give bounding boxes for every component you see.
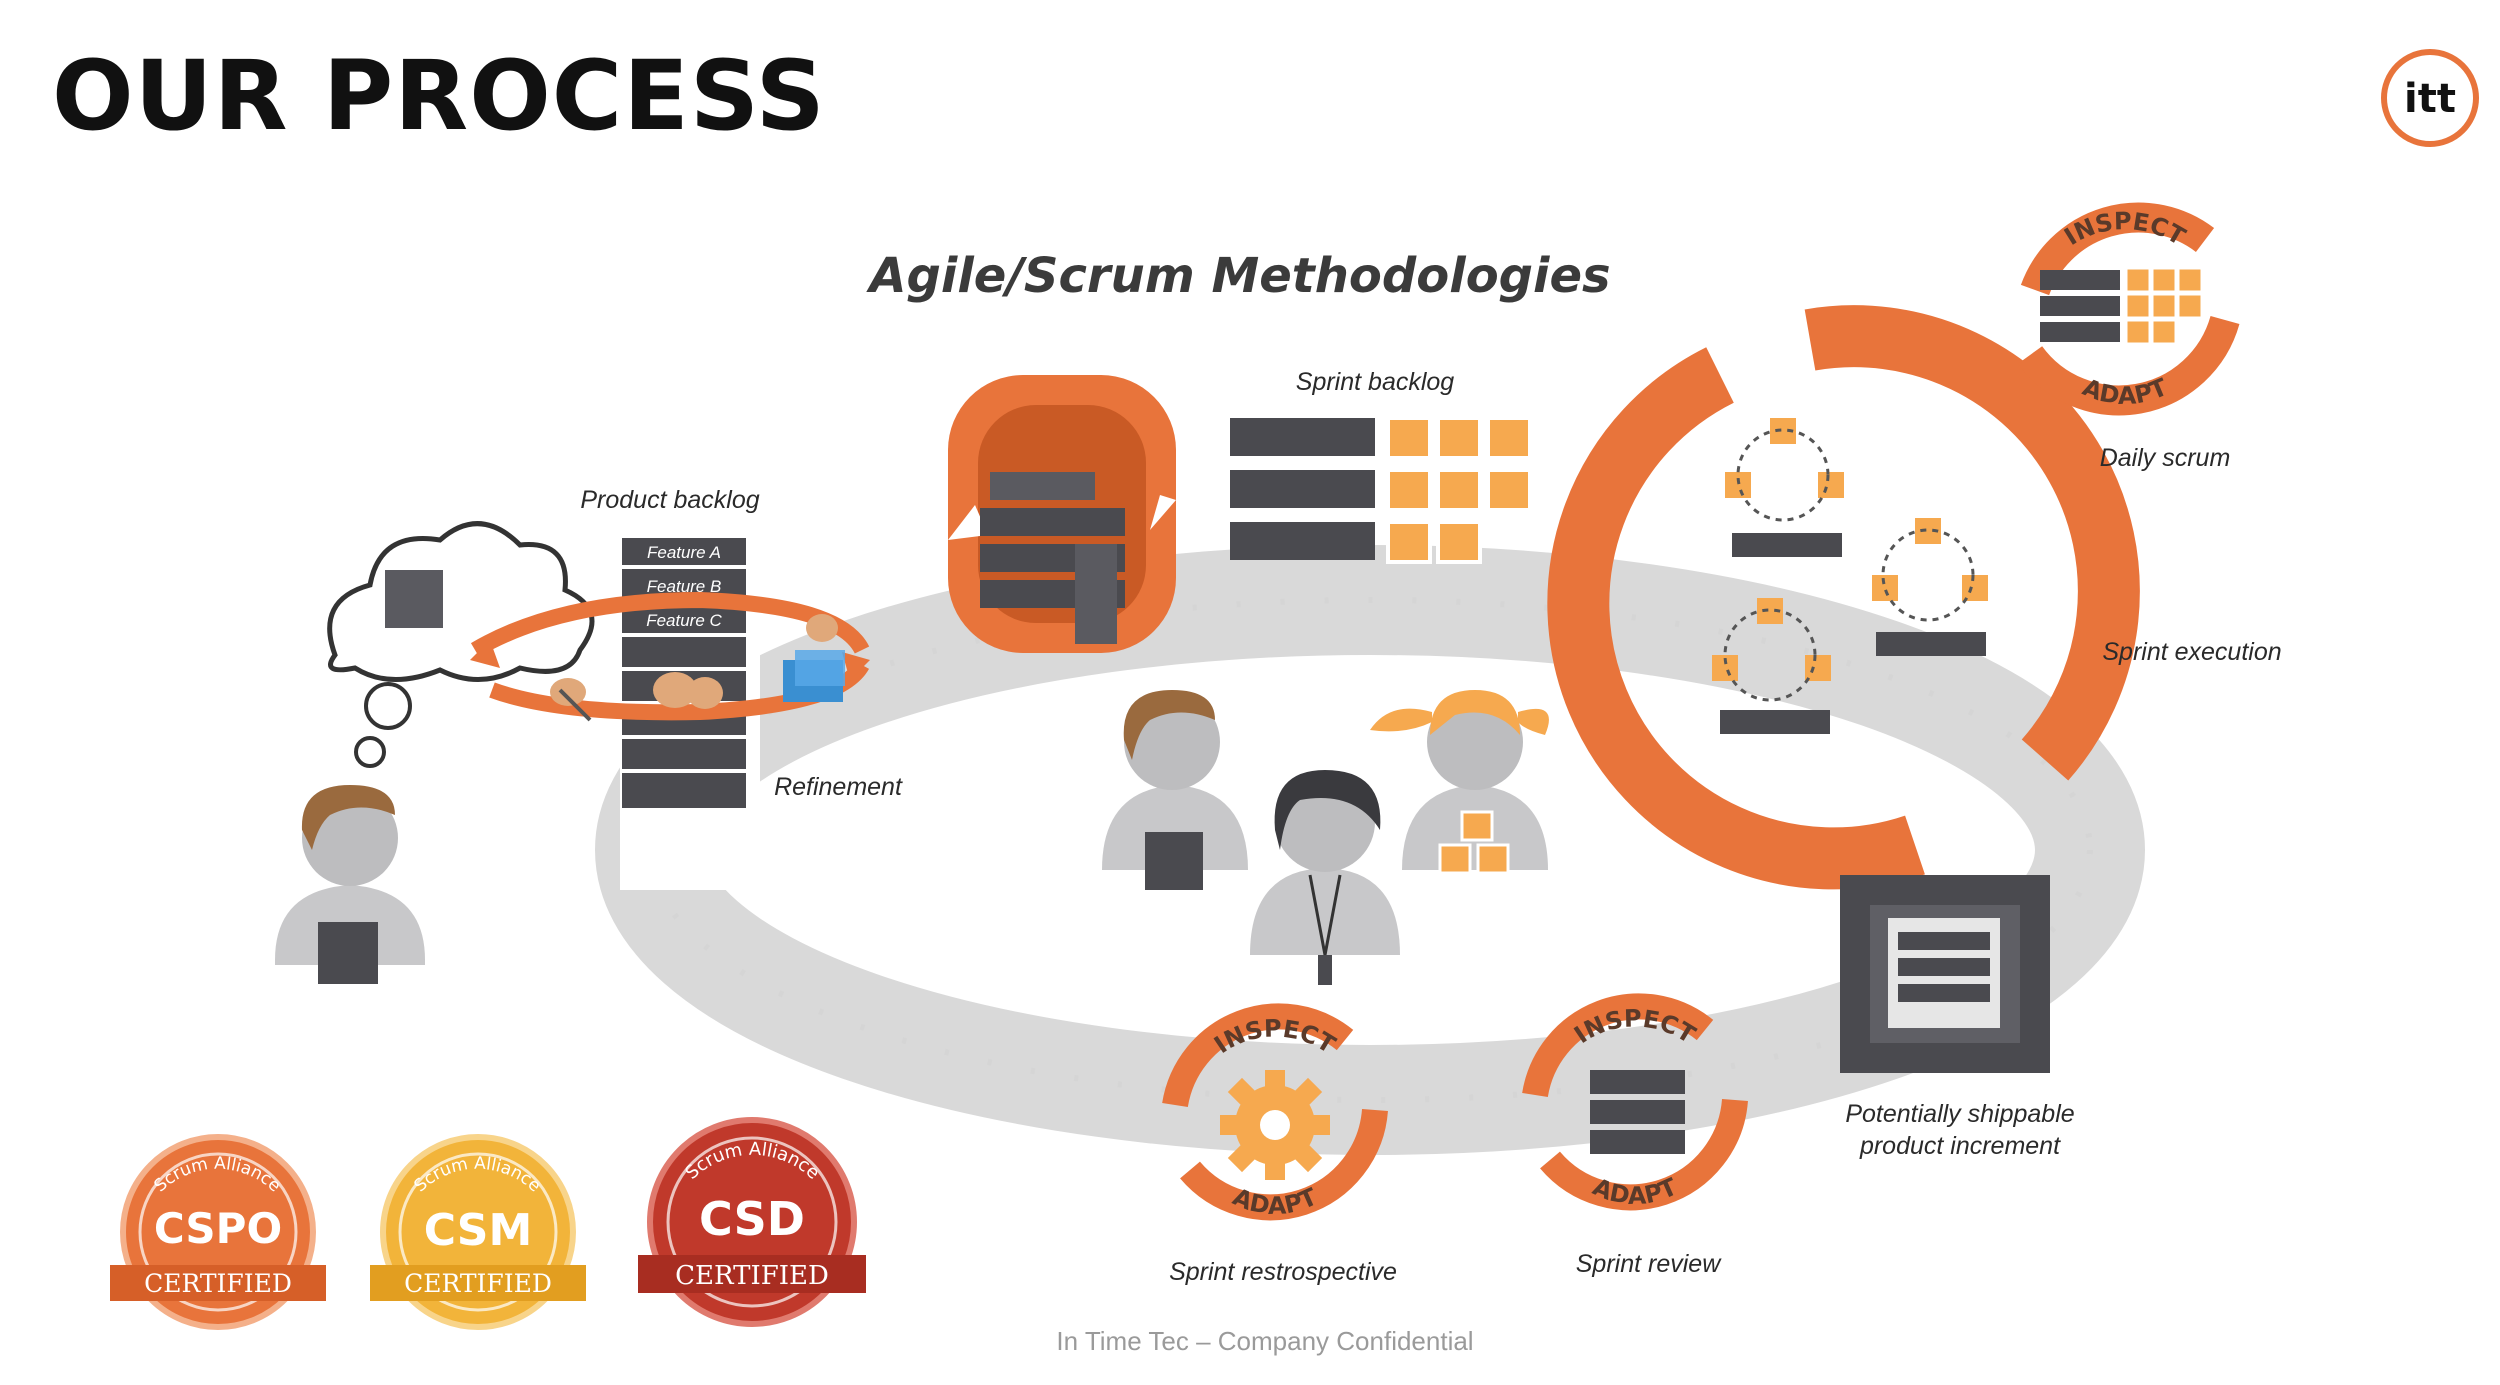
sprint-execution-ring: Sprint execution bbox=[1547, 305, 2282, 890]
product-increment: Potentially shippable product increment bbox=[1840, 875, 2075, 1160]
badge-bottom-text: CERTIFIED bbox=[404, 1269, 552, 1298]
adapt-text: ADAPT bbox=[2079, 373, 2172, 410]
label-sprint-backlog: Sprint backlog bbox=[1296, 368, 1455, 396]
label-daily-scrum: Daily scrum bbox=[2100, 444, 2231, 472]
page-title: OUR PROCESS bbox=[52, 40, 826, 152]
badge-main-text: CSM bbox=[424, 1205, 533, 1256]
badge-csm: Scrum Alliance CSM CERTIFIED bbox=[370, 1134, 586, 1330]
badge-main-text: CSPO bbox=[154, 1204, 282, 1253]
label-sprint-retrospective: Sprint restrospective bbox=[1169, 1258, 1397, 1286]
itt-logo: itt bbox=[2381, 49, 2479, 147]
daily-scrum: INSPECT ADAPT Daily scrum bbox=[2017, 202, 2240, 472]
product-owner-person bbox=[275, 785, 425, 984]
process-loop-texture bbox=[647, 597, 2093, 1103]
sprint-backlog: Sprint backlog bbox=[1230, 368, 1532, 564]
hand-icon bbox=[806, 614, 838, 642]
badge-csd: Scrum Alliance CSD CERTIFIED bbox=[638, 1117, 866, 1327]
refinement-ring: Refinement bbox=[470, 591, 903, 801]
label-sprint-execution: Sprint execution bbox=[2102, 638, 2281, 666]
label-product-backlog: Product backlog bbox=[580, 486, 759, 514]
diagram-heading: Agile/Scrum Methodologies bbox=[865, 248, 1610, 304]
feature-c: Feature C bbox=[646, 611, 722, 630]
label-increment-2: product increment bbox=[1859, 1132, 2061, 1160]
badge-bottom-text: CERTIFIED bbox=[144, 1269, 292, 1298]
feature-a: Feature A bbox=[647, 543, 721, 562]
logo-ring bbox=[2381, 49, 2479, 147]
team-member-1 bbox=[1102, 690, 1248, 890]
team-member-2 bbox=[1370, 690, 1549, 875]
label-refinement: Refinement bbox=[774, 773, 903, 801]
badge-bottom-text: CERTIFIED bbox=[675, 1261, 829, 1291]
svg-text:ADAPT: ADAPT bbox=[1589, 1172, 1682, 1210]
thought-cloud bbox=[327, 521, 595, 768]
hand-icon bbox=[550, 678, 586, 706]
gear-icon bbox=[1220, 1070, 1330, 1180]
svg-text:ADAPT: ADAPT bbox=[2079, 373, 2172, 410]
badge-main-text: CSD bbox=[699, 1192, 805, 1246]
label-sprint-review: Sprint review bbox=[1576, 1250, 1722, 1278]
hand-icon bbox=[687, 677, 723, 709]
feature-b: Feature B bbox=[647, 577, 722, 596]
backlog-stack bbox=[622, 538, 746, 808]
scrum-master bbox=[1250, 770, 1400, 985]
product-backlog: Feature A Feature B Feature C Product ba… bbox=[580, 486, 760, 808]
adapt-text: ADAPT bbox=[1589, 1172, 1682, 1210]
adapt-text: ADAPT bbox=[1229, 1182, 1322, 1220]
sprint-retrospective: INSPECT ADAPT Sprint restrospective bbox=[1162, 1003, 1397, 1286]
footer-text: In Time Tec – Company Confidential bbox=[1056, 1326, 1473, 1356]
label-increment-1: Potentially shippable bbox=[1845, 1100, 2074, 1128]
idea-square bbox=[385, 570, 443, 628]
hand-icon bbox=[653, 672, 697, 708]
logo-text: itt bbox=[2404, 76, 2456, 122]
svg-text:ADAPT: ADAPT bbox=[1229, 1182, 1322, 1220]
badge-cspo: Scrum Alliance CSPO CERTIFIED bbox=[110, 1134, 326, 1330]
sprint-planning bbox=[948, 375, 1176, 653]
